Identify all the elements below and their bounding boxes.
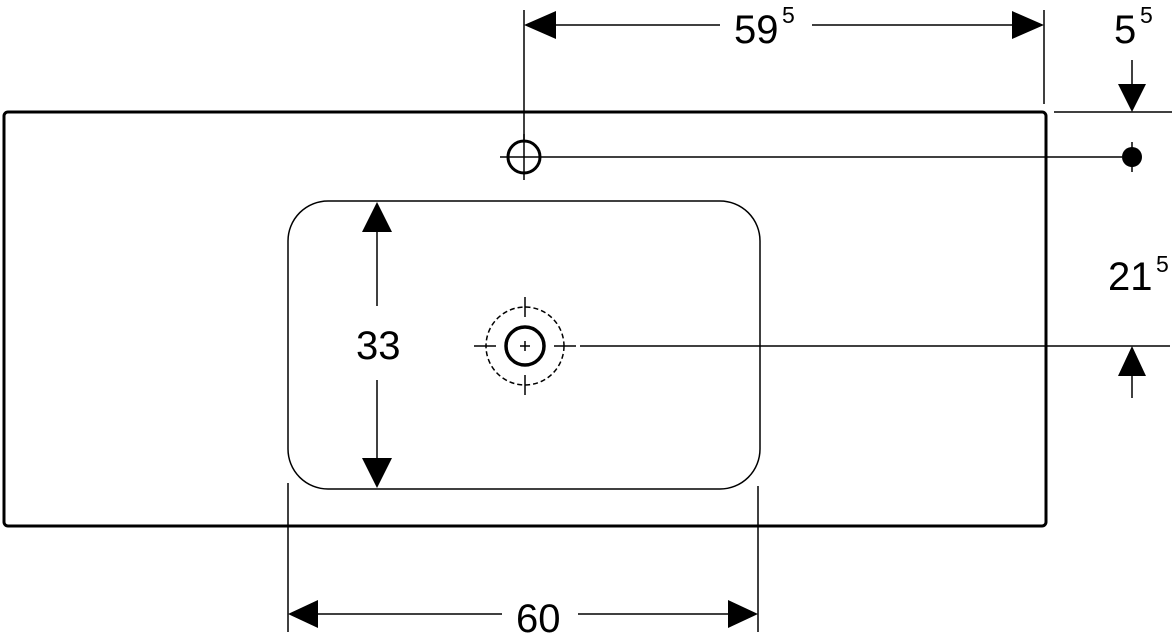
drain-offset-dimension: 21 5 bbox=[1108, 251, 1169, 398]
edge-offset-value: 5 bbox=[1114, 8, 1136, 52]
basin-outline bbox=[287, 200, 761, 490]
tap-hole-crosshair-icon bbox=[500, 134, 548, 180]
basin-depth-dimension: 33 bbox=[356, 202, 401, 488]
drain-crosshair-icon bbox=[474, 297, 576, 395]
edge-offset-fraction: 5 bbox=[1140, 2, 1153, 28]
drain-offset-fraction: 5 bbox=[1156, 251, 1169, 277]
basin-width-dimension: 60 bbox=[287, 483, 759, 640]
tap-offset-dimension: 59 5 bbox=[523, 2, 1045, 142]
tap-offset-fraction: 5 bbox=[782, 2, 795, 28]
tap-offset-value: 59 bbox=[734, 8, 779, 52]
basin-width-value: 60 bbox=[516, 597, 561, 640]
countertop-outline bbox=[2, 110, 1048, 528]
basin-depth-value: 33 bbox=[356, 324, 401, 368]
drain-offset-value: 21 bbox=[1108, 255, 1153, 299]
edge-offset-dimension: 5 5 bbox=[1054, 2, 1172, 172]
